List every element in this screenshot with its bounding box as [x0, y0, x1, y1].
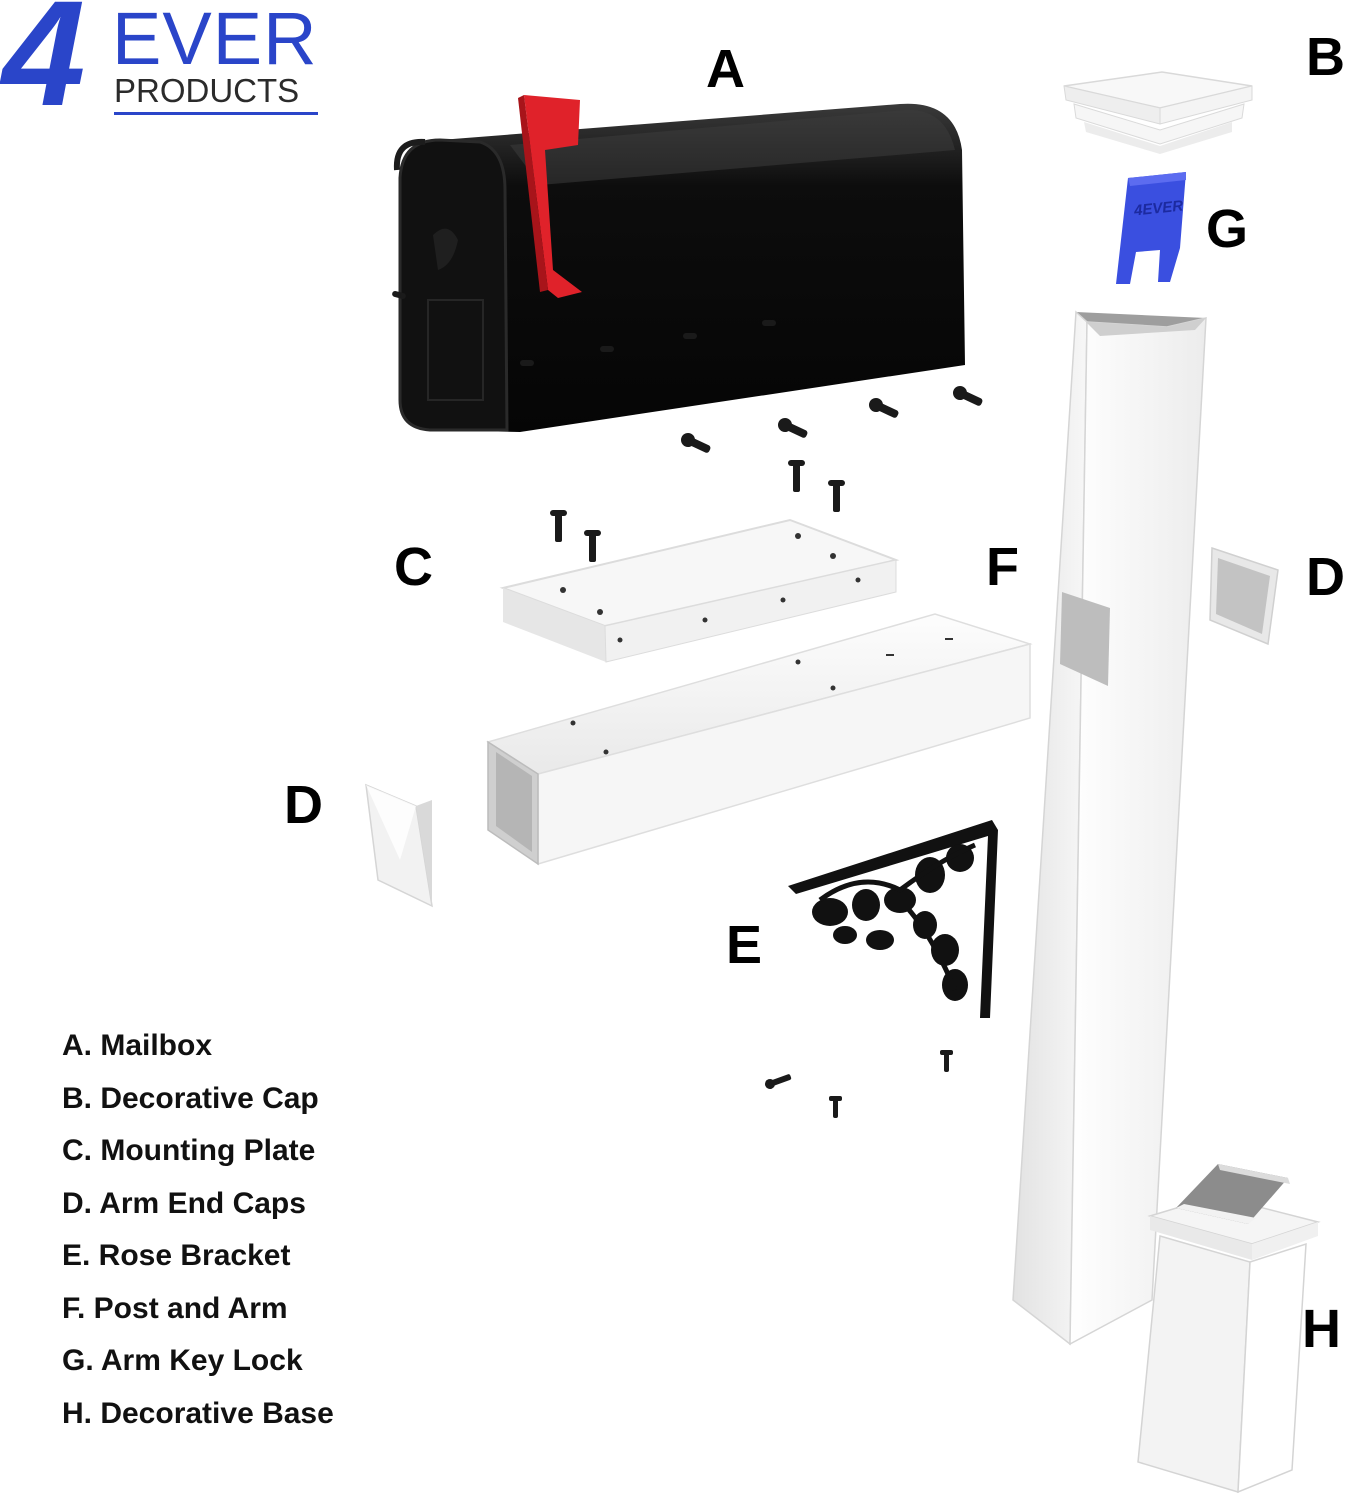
legend-item: F. Post and Arm [62, 1291, 288, 1325]
mailbox [393, 103, 965, 432]
mounting-plate [499, 518, 900, 663]
arm-end-cap-right [1209, 546, 1279, 646]
logo-word: EVER [112, 0, 318, 80]
label-a: A [706, 39, 745, 99]
logo-underline [114, 112, 318, 115]
legend-item: E. Rose Bracket [62, 1239, 291, 1272]
label-d-right: D [1306, 547, 1345, 607]
label-g: G [1206, 199, 1249, 259]
decorative-base [1137, 1164, 1321, 1494]
legend-item: H. Decorative Base [62, 1396, 334, 1430]
legend-item: B. Decorative Cap [62, 1081, 319, 1115]
label-c: C [394, 537, 433, 597]
label-b: B [1306, 27, 1345, 87]
label-h: H [1302, 1299, 1341, 1359]
rose-bracket [788, 820, 998, 1018]
bracket-screws [765, 1050, 953, 1118]
arm-end-cap-left [365, 783, 433, 908]
post [1012, 310, 1207, 1346]
logo-mark: 4 [2, 0, 85, 137]
legend-item: A. Mailbox [62, 1029, 213, 1062]
key-lock [1116, 172, 1186, 284]
flag [518, 95, 582, 298]
mailbox-screws [392, 290, 776, 366]
parts-legend: A. Mailbox B. Decorative Cap C. Mounting… [62, 1020, 422, 1440]
decorative-cap [1063, 71, 1253, 154]
brand-logo: 4 EVER PRODUCTS [0, 0, 330, 128]
label-e: E [726, 915, 763, 975]
legend-item: C. Mounting Plate [62, 1134, 316, 1167]
plate-screws [550, 460, 845, 562]
logo-subtitle: PRODUCTS [114, 72, 300, 109]
legend-item: D. Arm End Caps [62, 1186, 306, 1220]
post-arm [486, 613, 1033, 866]
legend-item: G. Arm Key Lock [62, 1344, 303, 1377]
arm-screws [681, 386, 983, 453]
label-f: F [986, 537, 1019, 597]
label-d-left: D [284, 775, 323, 835]
